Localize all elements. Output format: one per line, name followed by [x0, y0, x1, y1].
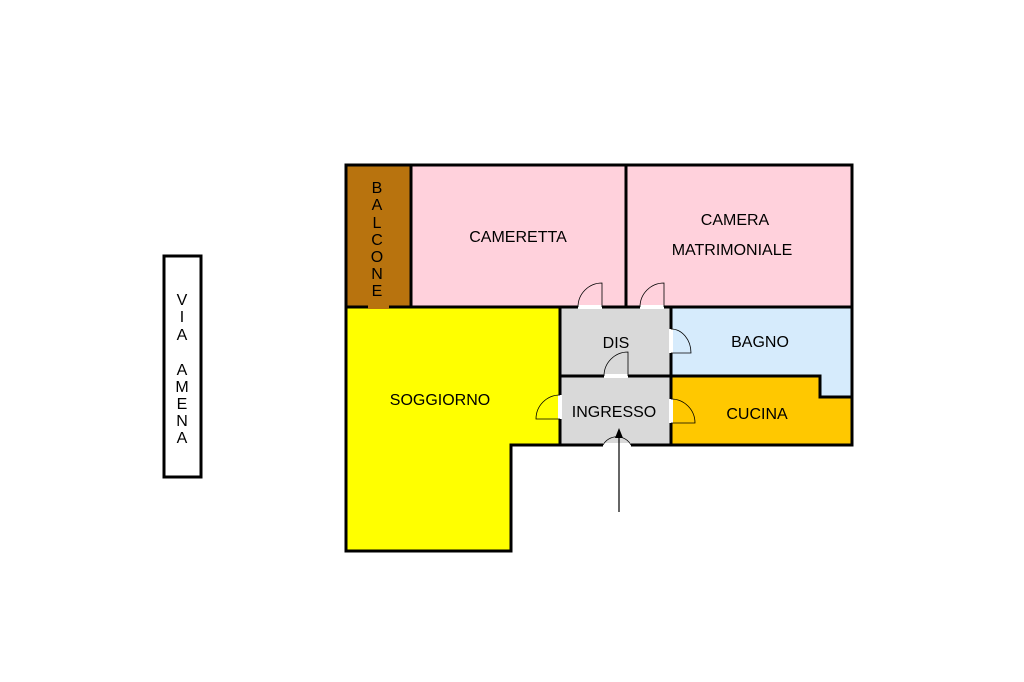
- windows: [345, 245, 853, 400]
- street-letter: V: [177, 292, 188, 309]
- doors: [368, 282, 696, 447]
- street-sign: V I A A M E N A: [162, 254, 203, 479]
- balcone-letter: B: [372, 180, 383, 197]
- street-letter: M: [175, 379, 188, 396]
- balcone-letter: O: [371, 249, 383, 266]
- bagno-label: BAGNO: [731, 334, 789, 351]
- balcone-letter: L: [373, 215, 382, 232]
- entrance-arrow-icon: [615, 428, 623, 512]
- room-balcone: [346, 165, 411, 307]
- room-cameretta: [411, 165, 626, 307]
- balcone-letter: E: [372, 283, 383, 300]
- balcone-letter: C: [371, 232, 383, 249]
- street-letter: I: [180, 309, 184, 326]
- room-ingresso: [560, 376, 671, 445]
- matrimoniale-label: MATRIMONIALE: [672, 242, 793, 259]
- room-camera-matrimoniale: [626, 165, 852, 307]
- balcone-letter: N: [371, 266, 383, 283]
- street-letter: A: [177, 430, 188, 447]
- cucina-label: CUCINA: [726, 406, 788, 423]
- street-letter: A: [177, 362, 188, 379]
- outer-wall: [344, 163, 854, 553]
- room-soggiorno: [346, 307, 560, 551]
- street-letter: A: [177, 327, 188, 344]
- dis-label: DIS: [603, 335, 630, 352]
- room-cucina: [671, 376, 852, 445]
- camera-label: CAMERA: [701, 212, 770, 229]
- soggiorno-label: SOGGIORNO: [390, 392, 490, 409]
- ingresso-label: INGRESSO: [572, 404, 656, 421]
- room-dis: [560, 307, 671, 376]
- street-letter: E: [177, 396, 188, 413]
- street-sign-box: [162, 254, 203, 479]
- balcone-letter: A: [372, 197, 383, 214]
- balcone-label: B A L C O N E: [371, 180, 383, 300]
- cameretta-label: CAMERETTA: [469, 229, 567, 246]
- street-letter: N: [176, 413, 188, 430]
